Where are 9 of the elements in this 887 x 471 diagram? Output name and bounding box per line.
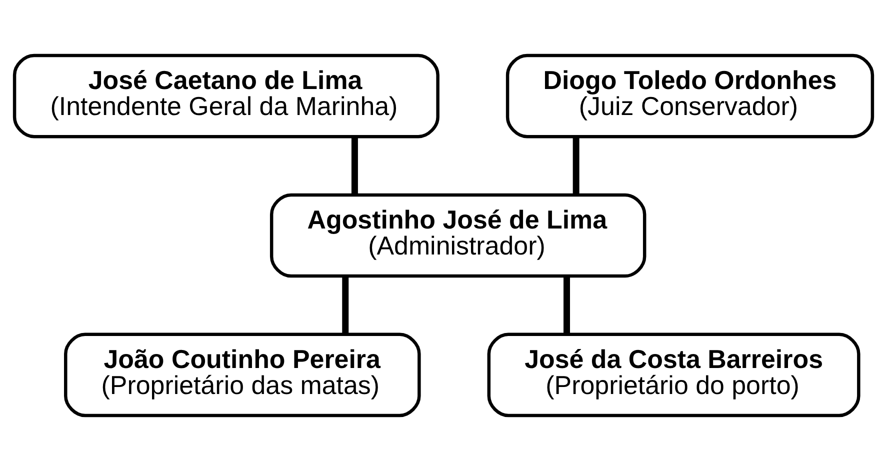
connector [342,276,349,334]
node-box: Agostinho José de Lima (Administrador) [270,193,646,278]
node-box: José da Costa Barreiros (Proprietário do porto) [487,332,860,418]
node-box: José Caetano de Lima (Intendente Geral da Marinha) [12,54,440,138]
node-box: João Coutinho Pereira (Proprietário das matas) [64,332,421,418]
connector [564,276,570,334]
connector [351,137,358,195]
connector [572,137,580,195]
node-box: Diogo Toledo Ordonhes (Juiz Conservador) [506,54,874,138]
